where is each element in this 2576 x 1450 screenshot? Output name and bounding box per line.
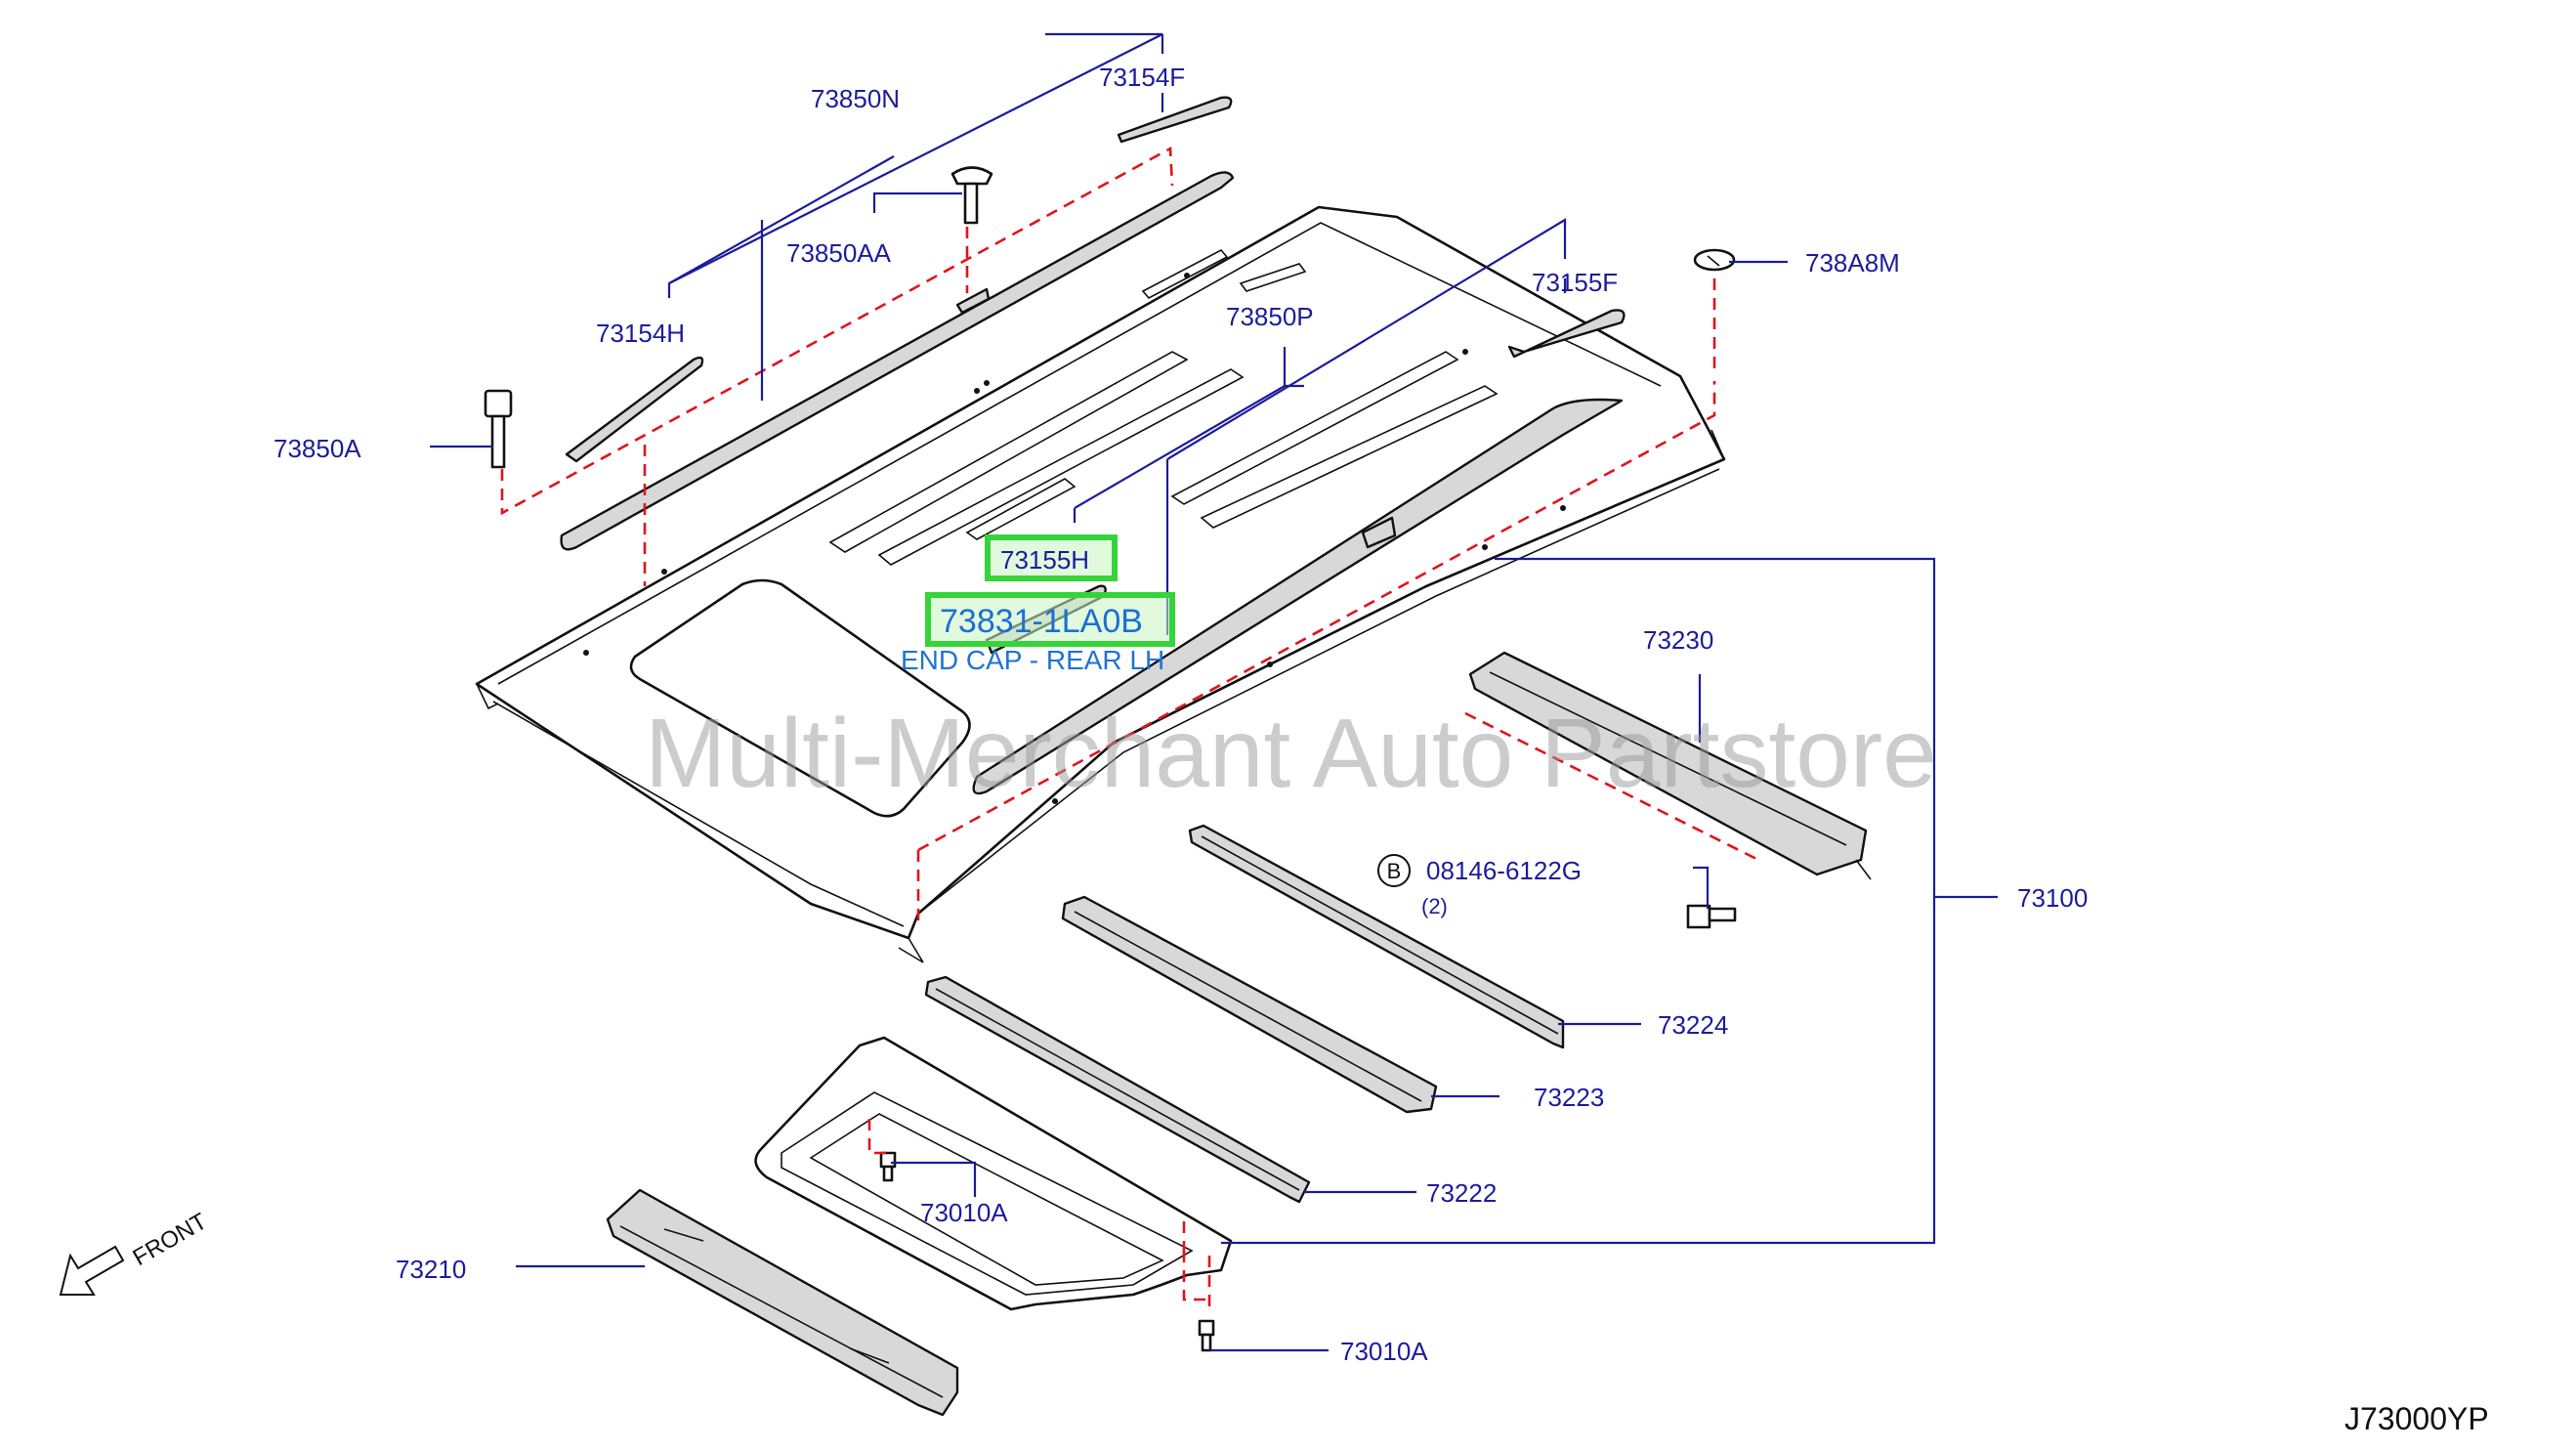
part-label-73154H[interactable]: 73154H xyxy=(596,319,685,348)
bolt-reference[interactable]: B 08146-6122G (2) xyxy=(1377,854,1582,918)
front-label: FRONT xyxy=(129,1208,212,1271)
watermark: Multi-Merchant Auto Partstore xyxy=(645,699,1937,808)
part-label-73850AA[interactable]: 73850AA xyxy=(786,238,892,268)
roof-bow-73230 xyxy=(1468,651,1872,880)
bolt-ref-qty: (2) xyxy=(1421,894,1448,918)
clip-73850AA xyxy=(950,166,993,225)
part-label-73230[interactable]: 73230 xyxy=(1643,625,1713,655)
part-label-73222[interactable]: 73222 xyxy=(1426,1178,1497,1208)
part-label-73155F[interactable]: 73155F xyxy=(1532,268,1618,297)
front-header-73210 xyxy=(606,1188,959,1417)
highlight-description: END CAP - REAR LH xyxy=(901,645,1164,675)
front-arrow-icon xyxy=(59,1245,125,1296)
alignment-dashes xyxy=(500,146,1759,1314)
roof-bow-73223 xyxy=(1061,895,1438,1114)
part-label-73223[interactable]: 73223 xyxy=(1534,1083,1604,1112)
roof-rail-left xyxy=(560,96,1235,551)
bolt-ref-letter: B xyxy=(1387,859,1402,883)
roof-bow-73224 xyxy=(1188,824,1565,1049)
part-label-73850A[interactable]: 73850A xyxy=(274,434,361,463)
part-label-73154F[interactable]: 73154F xyxy=(1099,63,1185,92)
part-label-73010A-lower[interactable]: 73010A xyxy=(1340,1337,1428,1366)
screw-73010A-lower xyxy=(1198,1319,1215,1352)
part-label-73224[interactable]: 73224 xyxy=(1658,1010,1728,1040)
bolt-73850A xyxy=(484,389,513,469)
highlight-part-number: 73831-1LA0B xyxy=(940,603,1143,640)
clip-738A8M xyxy=(1693,248,1736,272)
sunroof-reinforcement-73010 xyxy=(754,1036,1233,1311)
part-label-73100[interactable]: 73100 xyxy=(2017,883,2088,913)
diagram-code: J73000YP xyxy=(2344,1401,2489,1436)
part-labels: 73850N 73154F 73850AA 73154H 73850A 7385… xyxy=(274,63,2088,1366)
bolt-08146-6122G xyxy=(1686,904,1737,929)
screw-73010A-upper xyxy=(879,1151,897,1182)
leader-lines xyxy=(430,32,1998,1352)
roof-bow-73222 xyxy=(924,975,1311,1204)
part-label-73010A-upper[interactable]: 73010A xyxy=(920,1198,1008,1227)
bolt-ref-label: 08146-6122G xyxy=(1426,856,1582,885)
front-direction-indicator: FRONT xyxy=(59,1208,212,1296)
part-label-73850N[interactable]: 73850N xyxy=(811,84,900,113)
highlighted-part[interactable]: 73155H 73831-1LA0B END CAP - REAR LH xyxy=(901,534,1175,675)
part-label-73850P[interactable]: 73850P xyxy=(1226,302,1314,331)
highlight-label: 73155H xyxy=(1000,545,1089,575)
part-label-738A8M[interactable]: 738A8M xyxy=(1805,248,1900,277)
part-label-73210[interactable]: 73210 xyxy=(396,1255,466,1284)
